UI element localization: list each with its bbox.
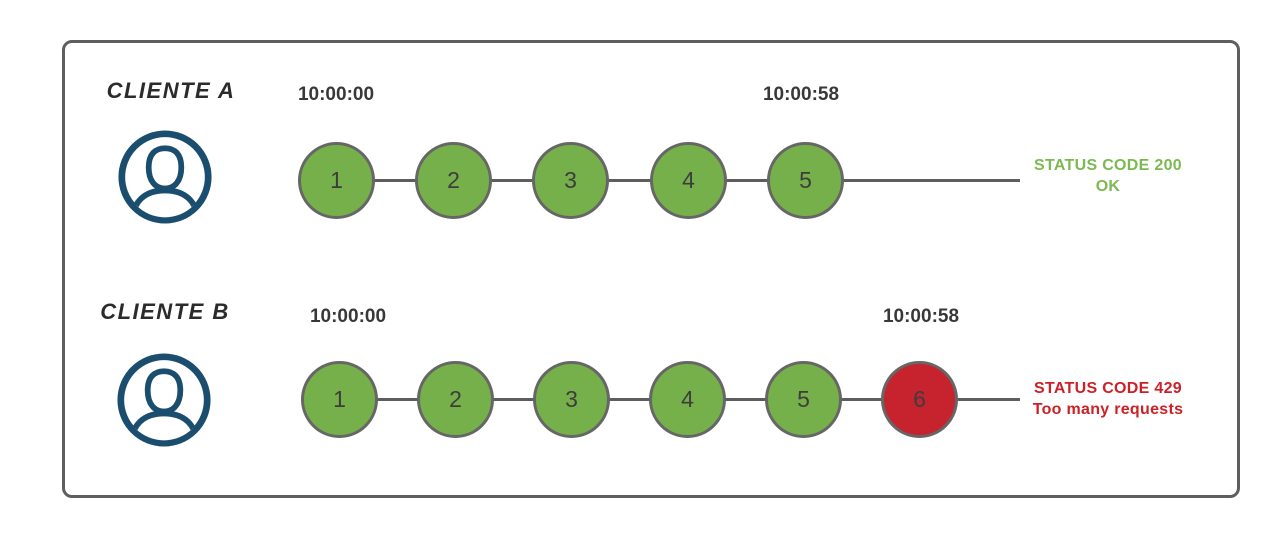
request-number: 3 (565, 386, 578, 412)
client-b-label: CLIENTE B (100, 299, 230, 324)
timestamp-end: 10:00:58 (762, 84, 840, 105)
request-circle: 3 (533, 361, 610, 438)
request-circle-rate-limited: 6 (881, 361, 958, 438)
request-number: 1 (333, 386, 346, 412)
request-circle: 3 (532, 142, 609, 219)
status-code-line: STATUS CODE 200 (1034, 157, 1182, 174)
user-avatar-icon (117, 353, 211, 447)
request-number: 6 (913, 386, 926, 412)
timestamp-end: 10:00:58 (882, 306, 960, 327)
request-number: 5 (797, 386, 810, 412)
request-circle: 4 (650, 142, 727, 219)
status-code-line: STATUS CODE 429 (1034, 380, 1182, 397)
request-number: 2 (447, 167, 460, 193)
request-number: 2 (449, 386, 462, 412)
request-number: 5 (799, 167, 812, 193)
request-number: 4 (681, 386, 694, 412)
status-text-line: Too many requests (1032, 401, 1184, 418)
request-circle: 5 (767, 142, 844, 219)
diagram-frame (62, 40, 1240, 498)
user-avatar-icon (118, 130, 212, 224)
request-number: 1 (330, 167, 343, 193)
status-text-line: OK (1095, 178, 1121, 195)
request-circle: 2 (415, 142, 492, 219)
timestamp-start: 10:00:00 (297, 84, 375, 105)
request-circle: 4 (649, 361, 726, 438)
request-number: 4 (682, 167, 695, 193)
status-message-ok: STATUS CODE 200 OK (1023, 155, 1193, 197)
request-circle: 1 (298, 142, 375, 219)
client-a-label: CLIENTE A (106, 78, 236, 103)
request-circle: 2 (417, 361, 494, 438)
timestamp-start: 10:00:00 (309, 306, 387, 327)
status-message-error: STATUS CODE 429 Too many requests (1023, 378, 1193, 420)
request-number: 3 (564, 167, 577, 193)
request-circle: 1 (301, 361, 378, 438)
request-circle: 5 (765, 361, 842, 438)
